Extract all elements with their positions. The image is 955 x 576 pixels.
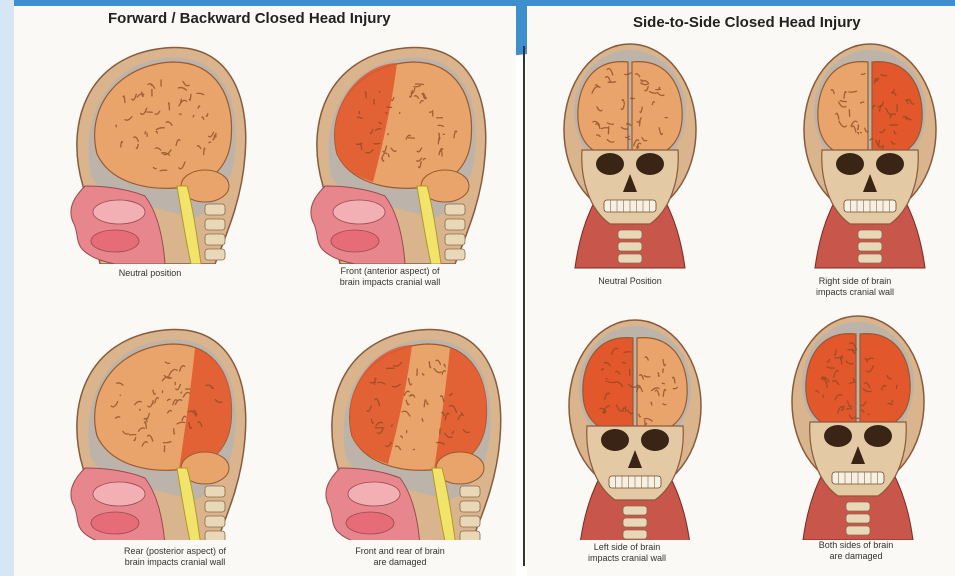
cervical-vertebra: [858, 242, 882, 251]
vertebra: [445, 204, 465, 215]
forward-backward-title: Forward / Backward Closed Head Injury: [108, 10, 391, 27]
left-eye-socket: [836, 153, 864, 175]
left-eye-socket: [601, 429, 629, 451]
nasal-cavity: [348, 482, 400, 506]
cervical-vertebra: [846, 502, 870, 511]
vertebra: [205, 234, 225, 245]
caption-side-neutral-position: Neutral Position: [575, 276, 685, 287]
frontal-figure-right-impact: [785, 40, 955, 270]
left-eye-socket: [596, 153, 624, 175]
right-eye-socket: [641, 429, 669, 451]
cervical-vertebra: [618, 254, 642, 263]
vertebra: [205, 501, 225, 512]
cervical-vertebra: [623, 530, 647, 539]
sagittal-figure-rear-impact: [45, 318, 255, 540]
side-to-side-title: Side-to-Side Closed Head Injury: [633, 14, 861, 31]
tongue: [346, 512, 394, 534]
cervical-vertebra: [618, 230, 642, 239]
vertebra: [445, 234, 465, 245]
right-eye-socket: [636, 153, 664, 175]
cervical-vertebra: [846, 526, 870, 535]
vertebra: [445, 249, 465, 260]
frontal-figure-both-damaged: [783, 312, 933, 540]
cervical-vertebra: [623, 518, 647, 527]
left-eye-socket: [824, 425, 852, 447]
tongue: [331, 230, 379, 252]
vertebra: [445, 219, 465, 230]
cervical-vertebra: [858, 230, 882, 239]
vertebra: [460, 501, 480, 512]
cervical-vertebra: [623, 506, 647, 515]
section-divider: [523, 46, 525, 566]
vertebra: [205, 249, 225, 260]
cervical-vertebra: [618, 242, 642, 251]
tongue: [91, 230, 139, 252]
vertebra: [460, 516, 480, 527]
tongue: [91, 512, 139, 534]
cervical-vertebra: [858, 254, 882, 263]
vertebra: [205, 516, 225, 527]
vertebra: [205, 219, 225, 230]
caption-both-damaged: Front and rear of brain are damaged: [330, 546, 470, 568]
right-eye-socket: [876, 153, 904, 175]
frontal-figure-left-impact: [545, 316, 725, 540]
vertebra: [205, 531, 225, 540]
vertebra: [460, 486, 480, 497]
caption-left-side-impact: Left side of brain impacts cranial wall: [567, 542, 687, 564]
nasal-cavity: [93, 200, 145, 224]
sagittal-figure-neutral: [45, 36, 255, 264]
frontal-figure-neutral: [555, 40, 705, 270]
vertebra: [205, 486, 225, 497]
vertebra: [205, 204, 225, 215]
caption-front-impact: Front (anterior aspect) of brain impacts…: [310, 266, 470, 288]
nasal-cavity: [333, 200, 385, 224]
right-eye-socket: [864, 425, 892, 447]
vertebra: [460, 531, 480, 540]
caption-right-side-impact: Right side of brain impacts cranial wall: [790, 276, 920, 298]
caption-neutral-position: Neutral position: [95, 268, 205, 279]
caption-rear-impact: Rear (posterior aspect) of brain impacts…: [95, 546, 255, 568]
sagittal-figure-both-damaged: [300, 318, 510, 540]
sagittal-figure-front-impact: [285, 36, 495, 264]
cervical-vertebra: [846, 514, 870, 523]
caption-both-sides-damaged: Both sides of brain are damaged: [796, 540, 916, 562]
nasal-cavity: [93, 482, 145, 506]
